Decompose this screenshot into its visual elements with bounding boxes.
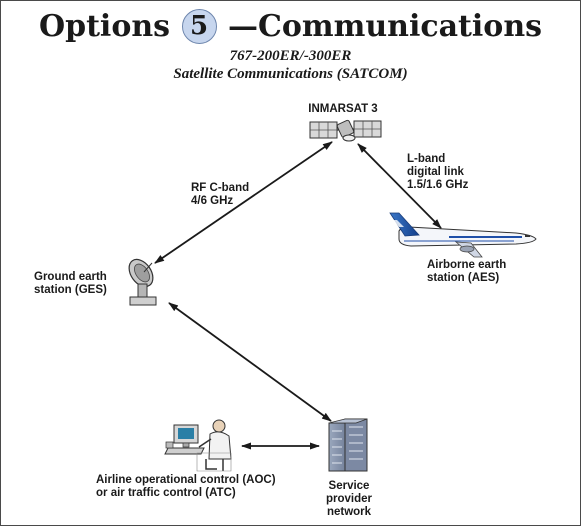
aes-label-line2: station (AES) [427,272,500,284]
lband-link-band: L-band [407,153,446,165]
arrow-satellite-aes [357,143,442,229]
operator-workstation-icon [164,419,232,472]
provider-label: Service provider network [319,480,379,519]
provider-label-line3: network [326,506,372,518]
ges-label: Ground earth station (GES) [34,271,107,297]
rf-link-band: RF C-band [191,182,250,194]
page-title: Options 5 —Communications [1,9,580,45]
rf-link-frequency: 4/6 GHz [191,195,234,207]
provider-label-line2: provider [325,493,372,505]
rf-link-label: RF C-band 4/6 GHz [191,182,249,208]
arrow-ges-provider [168,302,332,422]
aoc-label-line2: or air traffic control (ATC) [96,487,236,499]
satellite-icon [309,119,382,142]
satellite-label: INMARSAT 3 [308,103,378,115]
ges-label-line1: Ground earth [34,271,107,283]
subtitle-system: Satellite Communications (SATCOM) [173,66,408,82]
provider-label-line1: Service [328,480,370,492]
title-prefix: Options [38,9,171,44]
satellite-dish-icon [128,258,157,306]
aes-label-line1: Airborne earth [427,259,507,271]
ges-label-line2: station (GES) [34,284,107,296]
subtitle-model: 767-200ER/-300ER [229,48,352,64]
link-arrows [154,141,442,450]
lband-link-label: L-band digital link 1.5/1.6 GHz [407,153,468,192]
option-number-badge: 5 [181,9,217,44]
arrow-satellite-ges [154,141,333,264]
aes-label: Airborne earth station (AES) [427,259,506,285]
server-building-icon [328,418,368,472]
aoc-label: Airline operational control (AOC) or air… [96,474,276,500]
lband-link-frequency: 1.5/1.6 GHz [407,179,469,191]
title-suffix: —Communications [227,9,543,44]
lband-link-type: digital link [407,166,464,178]
airplane-icon [389,212,537,258]
aoc-label-line1: Airline operational control (AOC) [96,474,276,486]
